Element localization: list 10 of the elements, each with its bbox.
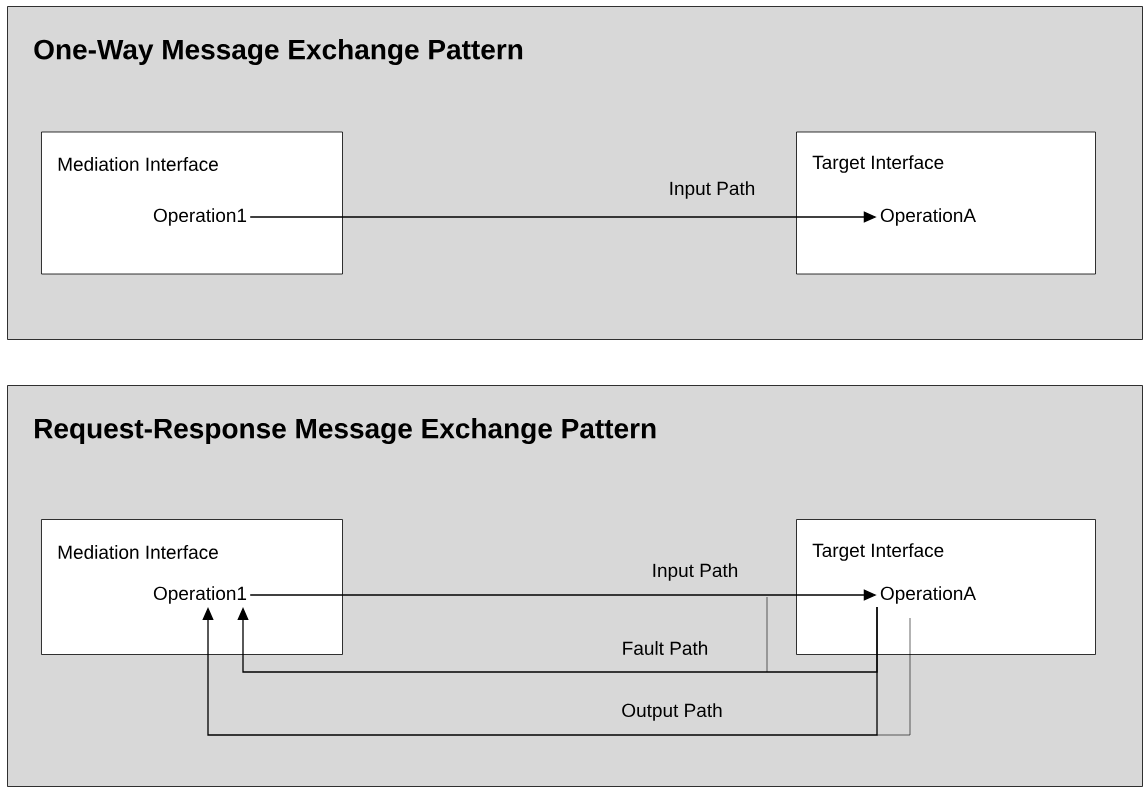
edge-label: Input Path [650,562,740,582]
edge-label: Input Path [667,180,757,200]
arrow [202,606,878,736]
edge-label: Fault Path [620,640,710,656]
operation-label: OperationA [880,586,976,604]
operation-label: OperationA [880,208,976,226]
operation-label: Operation1 [153,208,247,226]
arrow [237,606,878,673]
operation-label: Operation1 [153,586,247,604]
edge-label: Output Path [620,702,724,722]
